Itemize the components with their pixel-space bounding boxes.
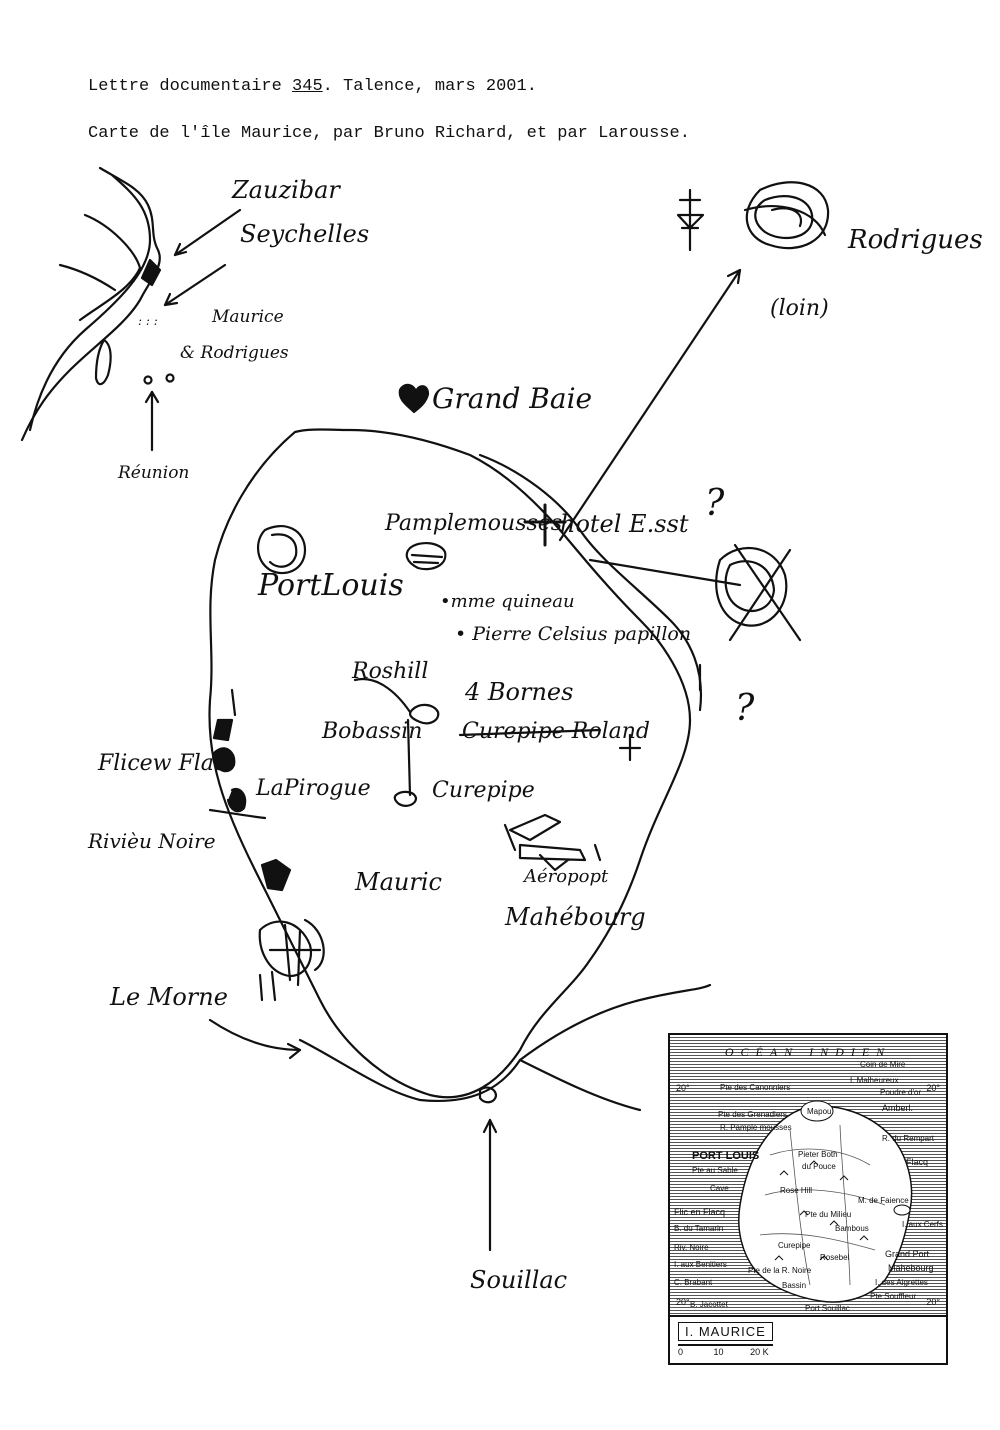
header-line-2: Carte de l'île Maurice, par Bruno Richar… xyxy=(88,124,690,143)
inset-cave: Cave xyxy=(710,1184,729,1193)
inset-benitiers: I. aux Benitiers xyxy=(674,1260,727,1269)
label-le-morne: Le Morne xyxy=(109,983,228,1011)
inset-jacotet: B. Jacottet xyxy=(690,1300,729,1309)
label-riviere-noire: Rivièu Noire xyxy=(87,829,216,853)
label-maurice-small: Maurice xyxy=(211,307,284,327)
header-prefix: Lettre documentaire xyxy=(88,77,293,96)
inset-scale-bar xyxy=(678,1344,773,1346)
label-reunion: Réunion xyxy=(117,463,189,483)
inset-curepipe: Curepipe xyxy=(778,1241,811,1250)
inset-grenadiers: Pte des Grenadiers xyxy=(718,1110,787,1119)
inset-grand-port: Grand Port xyxy=(885,1249,930,1259)
inset-rempart: R. du Rempart xyxy=(882,1134,935,1143)
inset-sable: Pte au Sable xyxy=(692,1166,738,1175)
label-rodrigues-small: & Rodrigues xyxy=(180,343,289,363)
inset-deg-right-top: 20° xyxy=(926,1083,940,1093)
label-rose-hill: Roshill xyxy=(351,659,428,684)
label-seychelles: Seychelles xyxy=(240,220,369,248)
inset-deg-left-top: 20° xyxy=(676,1083,690,1093)
inset-pieter-both: Pieter Both xyxy=(798,1150,838,1159)
label-mme-quineau: •mme quineau xyxy=(440,591,575,612)
label-flic-en-flac: Flicew Flac xyxy=(97,751,226,776)
rodrigues-scribble xyxy=(743,181,830,250)
inset-pouce: du Pouce xyxy=(802,1162,836,1171)
inset-deg-right-bottom: 20° xyxy=(926,1297,940,1307)
inset-malheureux: I. Malheureux xyxy=(850,1076,898,1085)
inset-faience: M. de Faience xyxy=(858,1196,909,1205)
label-souillac: Souillac xyxy=(470,1266,567,1294)
scale-label-0: 0 xyxy=(678,1347,684,1357)
inset-port-louis: PORT LOUIS xyxy=(692,1150,759,1162)
inset-amberl: Amberl. xyxy=(882,1103,913,1113)
inset-souffleur: Pte Souffleur xyxy=(870,1292,916,1301)
question-mark-2: ? xyxy=(735,688,755,729)
label-rodrigues: Rodrigues xyxy=(847,225,983,255)
inset-r-noire: Pte de la R. Noire xyxy=(748,1266,812,1275)
scale-label-20: 20 K xyxy=(750,1347,769,1357)
label-curepipe: Curepipe xyxy=(432,778,535,803)
larousse-inset-map: OCÉAN INDIEN 20° 20° 20° 20° Coin de Mir… xyxy=(668,1033,948,1365)
airport-plane-sketch xyxy=(503,813,602,872)
label-mahebourg: Mahébourg xyxy=(504,903,646,931)
inset-tamarin: B. du Tamarin xyxy=(674,1224,723,1233)
header-suffix: . Talence, mars 2001. xyxy=(322,77,537,96)
label-zanzibar: Zauzibar xyxy=(231,176,341,204)
inset-bambous: Bambous xyxy=(835,1224,869,1233)
inset-title: I. MAURICE xyxy=(678,1322,773,1341)
svg-text:: : :: : : : xyxy=(138,314,158,328)
letter-number: 345 xyxy=(292,77,323,96)
inset-milieu: Pte du Milieu xyxy=(805,1210,851,1219)
africa-coast-sketch xyxy=(20,166,161,442)
inset-brabant: C. Brabant xyxy=(674,1278,713,1287)
label-pamplemousses: Pamplemousses xyxy=(384,511,562,536)
label-port-louis: PortLouis xyxy=(257,568,404,603)
inset-sea-label: OCÉAN INDIEN xyxy=(724,1045,892,1059)
inset-footer: I. MAURICE 0 10 20 K xyxy=(670,1315,946,1363)
header-line-1: Lettre documentaire 345. Talence, mars 2… xyxy=(88,77,537,96)
inset-canonniers: Pte des Canonniers xyxy=(720,1083,790,1092)
inset-mapou: Mapou xyxy=(807,1107,831,1116)
label-loin: (loin) xyxy=(770,296,829,321)
label-pierre-celsius: • Pierre Celsius papillon xyxy=(455,623,691,645)
inset-rose-hill: Rose Hill xyxy=(780,1186,812,1195)
question-mark-1: ? xyxy=(705,483,725,524)
inset-deg-left-bottom: 20° xyxy=(676,1297,690,1307)
label-la-pirogue: LaPirogue xyxy=(255,776,371,801)
inset-port-souillac: Port Souillac xyxy=(805,1304,850,1313)
inset-rosebel: Rosebel xyxy=(820,1253,850,1262)
inset-bassin: Bassin xyxy=(782,1281,806,1290)
inset-poudre-dor: Poudre d'or xyxy=(880,1088,921,1097)
scale-label-10: 10 xyxy=(713,1347,724,1357)
label-grand-baie: Grand Baie xyxy=(432,382,592,415)
inset-mahebourg: Mahebourg xyxy=(888,1263,934,1273)
inset-island-shape xyxy=(738,1105,913,1303)
label-aeroport: Aéropopt xyxy=(522,866,609,887)
inset-coin-de-mire: Coin de Mire xyxy=(860,1060,906,1069)
label-hotel: hotel E.sst xyxy=(560,510,689,538)
label-bobassin: Bobassin xyxy=(321,719,422,744)
inset-scale-labels: 0 10 20 K xyxy=(678,1347,769,1357)
inset-flacq: Flacq xyxy=(906,1157,928,1167)
inset-iles-cerfs: I. aux Cerfs xyxy=(902,1220,943,1229)
inset-pample: R. Pample mousses xyxy=(720,1123,792,1132)
inset-island-drawing: Coin de Mire I. Malheureux Pte des Canon… xyxy=(674,1060,943,1313)
label-maurice-big: Mauric xyxy=(354,868,442,896)
mauritius-outline xyxy=(208,428,692,1099)
inset-flic: Flic en Flacq xyxy=(674,1207,725,1217)
label-quatre-bornes: 4 Bornes xyxy=(464,678,573,706)
inset-aigrettes: I. des Aigrettes xyxy=(875,1278,928,1287)
inset-riv-noire: Riv. Noire xyxy=(674,1243,709,1252)
